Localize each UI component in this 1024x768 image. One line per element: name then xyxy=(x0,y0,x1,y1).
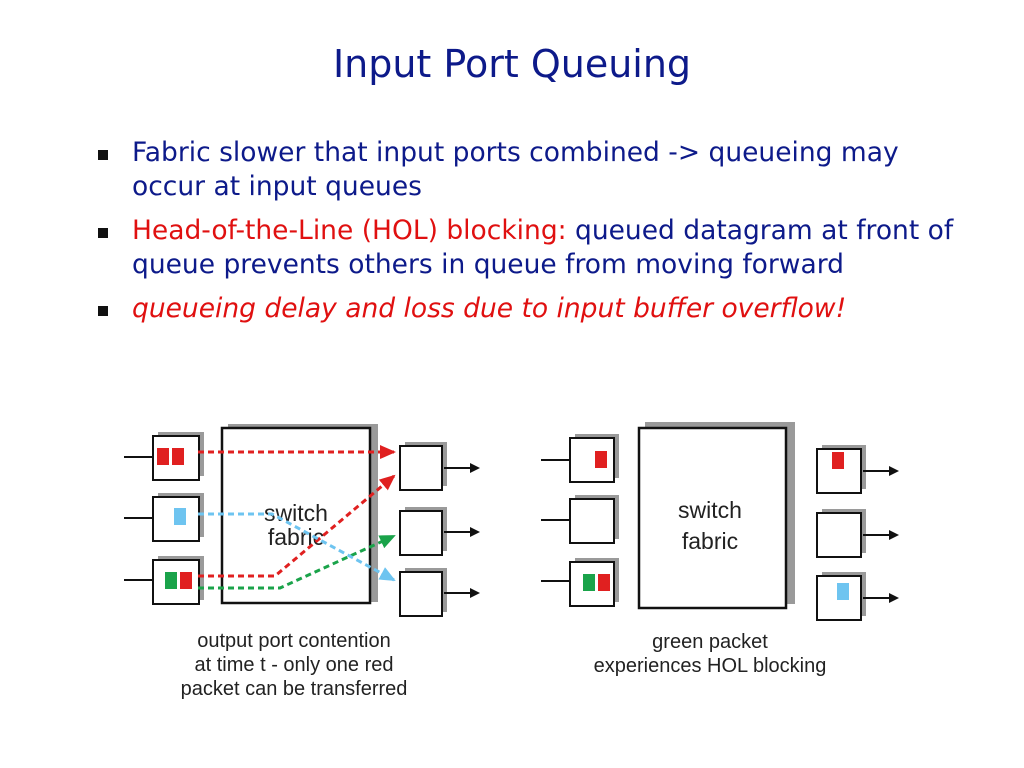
input-port xyxy=(124,432,204,481)
green-packet xyxy=(165,572,177,589)
bullet-item: queueing delay and loss due to input buf… xyxy=(94,292,974,326)
left-diagram: switch fabric xyxy=(124,424,480,700)
bullet-list: Fabric slower that input ports combined … xyxy=(94,136,974,336)
caption-line: output port contention xyxy=(197,630,390,652)
red-packet xyxy=(598,574,610,591)
fabric-label: fabric xyxy=(682,528,738,554)
square-bullet-icon xyxy=(98,228,108,238)
bullet-text: Fabric slower that input ports combined … xyxy=(132,137,899,202)
output-port xyxy=(816,445,899,494)
red-packet-path xyxy=(198,474,396,578)
right-diagram: switch fabric xyxy=(541,422,899,677)
square-bullet-icon xyxy=(98,150,108,160)
bullet-text: queued datagram at front of queue preven… xyxy=(132,215,954,280)
input-port xyxy=(541,495,619,544)
caption-line: packet can be transferred xyxy=(181,678,408,700)
output-port xyxy=(399,568,480,617)
input-port xyxy=(124,493,204,542)
caption-line: experiences HOL blocking xyxy=(594,655,827,677)
switch-fabric-box xyxy=(220,426,372,605)
bullet-item: Head-of-the-Line (HOL) blocking: queued … xyxy=(94,214,974,282)
output-port xyxy=(399,507,480,556)
bullet-item: Fabric slower that input ports combined … xyxy=(94,136,974,204)
output-port xyxy=(399,442,480,491)
bullet-text: queueing delay and loss due to input buf… xyxy=(132,293,847,324)
green-packet-path xyxy=(198,534,396,590)
green-packet xyxy=(583,574,595,591)
input-port xyxy=(541,434,619,483)
bullet-highlight: Head-of-the-Line (HOL) blocking: xyxy=(132,215,567,246)
square-bullet-icon xyxy=(98,306,108,316)
fabric-label: switch xyxy=(264,500,328,526)
red-packet xyxy=(595,451,607,468)
blue-packet xyxy=(174,508,186,525)
caption-line: at time t - only one red xyxy=(195,654,394,676)
caption-line: green packet xyxy=(652,631,768,653)
input-port xyxy=(541,558,619,607)
red-packet xyxy=(832,452,844,469)
red-packet xyxy=(157,448,169,465)
switch-fabric-box xyxy=(637,426,788,610)
fabric-label: switch xyxy=(678,497,742,523)
red-packet xyxy=(180,572,192,589)
blue-packet xyxy=(837,583,849,600)
output-port xyxy=(816,509,899,558)
red-packet xyxy=(172,448,184,465)
output-port xyxy=(816,572,899,621)
input-port xyxy=(124,556,204,605)
slide-title: Input Port Queuing xyxy=(332,42,692,86)
blue-packet-path xyxy=(198,512,396,582)
